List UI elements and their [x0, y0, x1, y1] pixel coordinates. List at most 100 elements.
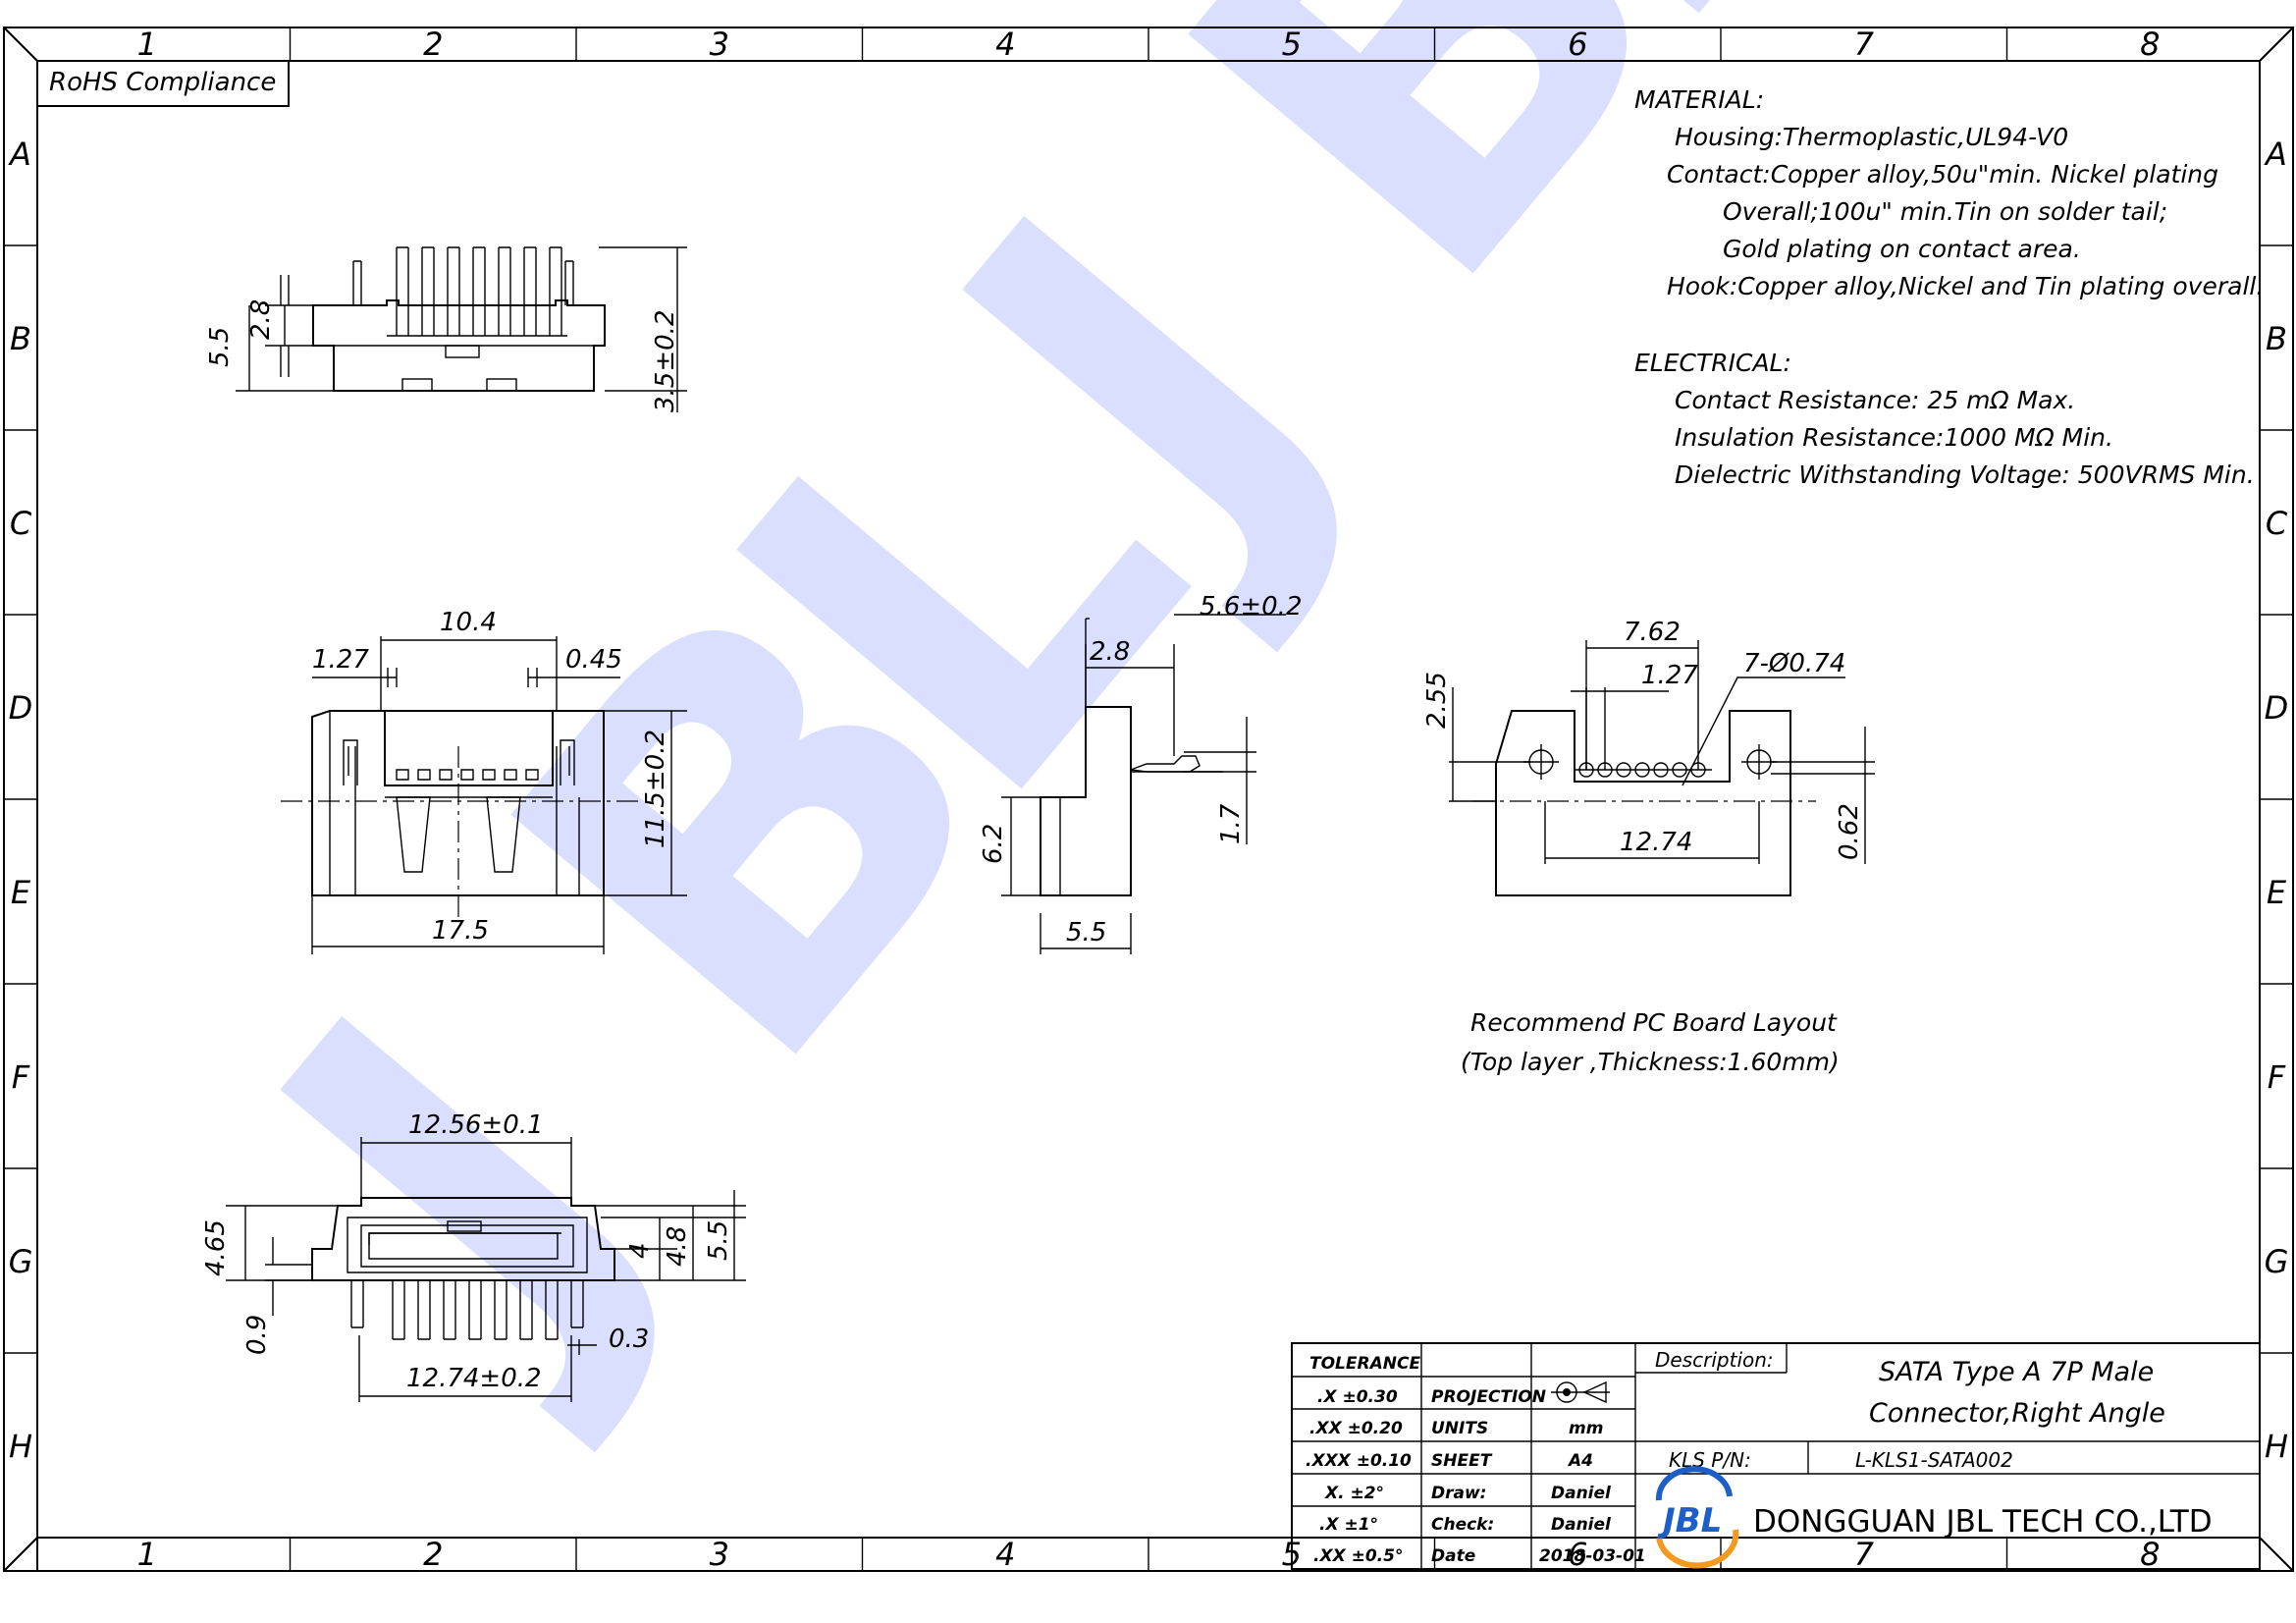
dim-pcb-12-74: 12.74 [1620, 828, 1692, 857]
pcb-layout-view: 7.62 1.27 7-Ø0.74 2.55 12.74 0.62 Recomm… [1422, 618, 1875, 1076]
dim-side-6-2: 6.2 [979, 824, 1008, 864]
material-line: Contact:Copper alloy,50u"min. Nickel pla… [1667, 160, 2218, 189]
tolerance-row: .XX ±0.5° [1313, 1546, 1403, 1566]
zone-column-label: 1 [137, 26, 157, 63]
material-line: Hook:Copper alloy,Nickel and Tin plating… [1667, 272, 2264, 300]
zone-row-label: C [10, 505, 32, 542]
zone-column-label: 1 [137, 1536, 157, 1573]
dim-pcb-0-62: 0.62 [1835, 803, 1864, 860]
logo-text: JBL [1657, 1501, 1722, 1541]
dim-top-2-8: 2.8 [246, 299, 276, 340]
dim-bottom-0-3: 0.3 [609, 1325, 649, 1354]
zone-column-label: 8 [2140, 1536, 2160, 1573]
dim-bottom-12-74: 12.74±0.2 [406, 1364, 542, 1393]
dim-side-5-6: 5.6±0.2 [1200, 592, 1302, 622]
dim-side-1-7: 1.7 [1216, 803, 1246, 844]
front-view: 10.4 1.27 0.45 11.5±0.2 17.5 [281, 608, 687, 954]
zone-row-label: E [11, 874, 31, 911]
description-line2: Connector,Right Angle [1869, 1398, 2165, 1429]
dim-front-11-5: 11.5±0.2 [641, 730, 670, 848]
zone-row-label: F [12, 1058, 30, 1096]
electrical-title: ELECTRICAL: [1634, 349, 1791, 377]
dim-side-2-8: 2.8 [1090, 637, 1130, 667]
jbl-logo-icon: JBL [1655, 1466, 1739, 1569]
rohs-label: RoHS Compliance [49, 68, 276, 97]
pcb-caption-line2: (Top layer ,Thickness:1.60mm) [1461, 1048, 1840, 1076]
zone-row-label: G [2265, 1243, 2289, 1280]
dim-bottom-4: 4 [625, 1242, 655, 1259]
dim-pcb-2-55: 2.55 [1422, 672, 1452, 729]
zone-column-label: 6 [1568, 1536, 1587, 1573]
drawing-frame [3, 27, 2294, 1572]
dim-bottom-12-56: 12.56±0.1 [408, 1110, 544, 1140]
dim-pcb-1-27: 1.27 [1641, 661, 1698, 690]
zone-column-label: 5 [1282, 26, 1302, 63]
tolerance-row: .XX ±0.20 [1309, 1419, 1403, 1438]
field-label-sheet: SHEET [1431, 1451, 1493, 1471]
field-value-draw: Daniel [1551, 1484, 1612, 1503]
field-label-projection: PROJECTION [1431, 1387, 1546, 1407]
description-line1: SATA Type A 7P Male [1879, 1357, 2154, 1387]
zone-column-label: 3 [710, 1536, 729, 1573]
dim-bottom-4-8: 4.8 [663, 1226, 692, 1267]
zone-column-label: 3 [710, 26, 729, 63]
dim-side-5-5: 5.5 [1066, 918, 1106, 947]
material-line: Gold plating on contact area. [1723, 235, 2081, 263]
zone-row-label: H [2265, 1428, 2288, 1465]
bottom-view: 12.56±0.1 4.65 0.9 4 4.8 5.5 0.3 12.74±0… [201, 1110, 746, 1402]
zone-row-label: H [9, 1428, 32, 1465]
specifications: MATERIAL: Housing:Thermoplastic,UL94-V0 … [1634, 85, 2264, 489]
watermark: J B L J B L [151, 0, 1970, 1467]
zone-row-label: E [2267, 874, 2287, 911]
zone-column-label: 2 [423, 26, 443, 63]
field-value-units: mm [1569, 1419, 1603, 1438]
title-block: TOLERANCE .X ±0.30 .XX ±0.20 .XXX ±0.10 … [1291, 1342, 2261, 1570]
zone-row-label: B [2266, 320, 2287, 357]
zone-row-label: B [10, 320, 31, 357]
electrical-line: Dielectric Withstanding Voltage: 500VRMS… [1675, 460, 2255, 489]
electrical-line: Insulation Resistance:1000 MΩ Min. [1675, 423, 2113, 452]
field-label-check: Check: [1431, 1515, 1494, 1535]
description-label: Description: [1655, 1348, 1774, 1372]
field-label-draw: Draw: [1431, 1484, 1486, 1503]
dim-front-1-27: 1.27 [312, 645, 369, 675]
field-label-units: UNITS [1431, 1419, 1488, 1438]
dim-top-5-5: 5.5 [205, 327, 235, 367]
dim-bottom-5-5: 5.5 [704, 1220, 733, 1261]
field-value-check: Daniel [1551, 1515, 1612, 1535]
tolerance-row: .X ±1° [1319, 1515, 1378, 1535]
zone-row-label: D [9, 689, 33, 727]
pn-value: L-KLS1-SATA002 [1855, 1448, 2013, 1472]
top-view: 5.5 2.8 3.5±0.2 [205, 246, 687, 412]
zone-row-label: A [8, 135, 31, 173]
zone-column-label: 4 [995, 1536, 1015, 1573]
dim-front-0-45: 0.45 [565, 645, 622, 675]
zone-row-label: A [2264, 135, 2287, 173]
field-value-sheet: A4 [1567, 1451, 1593, 1471]
dim-top-3-5: 3.5±0.2 [651, 310, 680, 412]
tolerance-row: .XXX ±0.10 [1306, 1451, 1412, 1471]
material-line: Housing:Thermoplastic,UL94-V0 [1675, 123, 2068, 151]
company-name: DONGGUAN JBL TECH CO.,LTD [1753, 1504, 2213, 1540]
material-title: MATERIAL: [1634, 85, 1764, 114]
zone-column-label: 4 [995, 26, 1015, 63]
electrical-line: Contact Resistance: 25 mΩ Max. [1675, 386, 2075, 414]
dim-pcb-7-62: 7.62 [1624, 618, 1681, 647]
material-line: Overall;100u" min.Tin on solder tail; [1723, 197, 2167, 226]
zone-column-label: 8 [2140, 26, 2160, 63]
tolerance-row: X. ±2° [1324, 1484, 1384, 1503]
dim-front-17-5: 17.5 [432, 916, 489, 946]
tolerance-header: TOLERANCE [1309, 1354, 1420, 1374]
zone-row-label: G [9, 1243, 33, 1280]
pcb-caption-line1: Recommend PC Board Layout [1470, 1008, 1838, 1037]
projection-symbol-icon [1551, 1380, 1610, 1404]
tolerance-row: .X ±0.30 [1317, 1387, 1398, 1407]
dim-pcb-holes: 7-Ø0.74 [1743, 649, 1845, 678]
zone-row-label: D [2265, 689, 2289, 727]
dim-bottom-4-65: 4.65 [201, 1219, 231, 1276]
zone-column-label: 6 [1568, 26, 1587, 63]
zone-column-label: 7 [1854, 1536, 1875, 1573]
side-view: 5.6±0.2 2.8 6.2 1.7 5.5 [979, 592, 1302, 954]
